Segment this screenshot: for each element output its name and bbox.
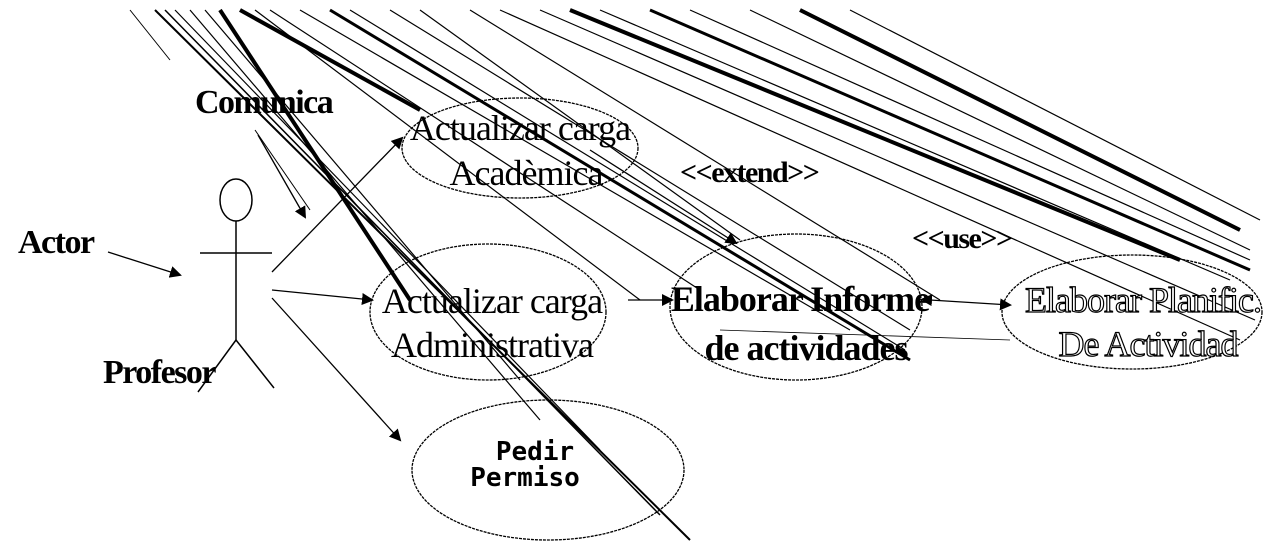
actor-right-leg (235, 339, 275, 389)
arrow-extend (589, 149, 738, 245)
actor-head (219, 178, 253, 222)
use-case-administrativa (369, 243, 607, 381)
administrativa-line1: Actualizar carga (382, 281, 603, 321)
stray-diagonal-lines (129, 8, 1261, 541)
assoc-administrativa (271, 289, 374, 305)
arrow-use (920, 294, 1012, 311)
academica-line1: Actualizar carga (410, 108, 631, 148)
permiso-line2: Permiso (470, 463, 580, 493)
planific-line1: Elaborar Planific. (1025, 280, 1261, 320)
comunica-label: Comunica (195, 84, 334, 121)
actor-label: Actor (18, 224, 95, 261)
actor-left-leg (197, 339, 237, 393)
profesor-label: Profesor (103, 354, 216, 391)
arrow-comunica (257, 134, 306, 219)
administrativa-line2: Administrativa (391, 325, 594, 365)
use-case-permiso (411, 399, 685, 541)
informe-line1: Elaborar Informe (671, 279, 930, 319)
arrow-actor-label (107, 251, 182, 278)
assoc-permiso (271, 297, 402, 442)
actor-figure (197, 178, 275, 393)
assoc-academica (271, 136, 404, 273)
use-label: <<use>> (912, 222, 1012, 255)
use-case-informe (669, 233, 923, 381)
use-case-planific (1001, 254, 1263, 370)
planific-line2: De Actividad (1059, 324, 1239, 364)
extend-label: <<extend>> (680, 156, 819, 189)
permiso-line1: Pedir (496, 437, 574, 467)
use-case-academica (401, 97, 639, 199)
informe-line2: de actividades (704, 328, 908, 368)
academica-line2: Acadèmica (450, 153, 604, 193)
relationships (107, 134, 1012, 442)
